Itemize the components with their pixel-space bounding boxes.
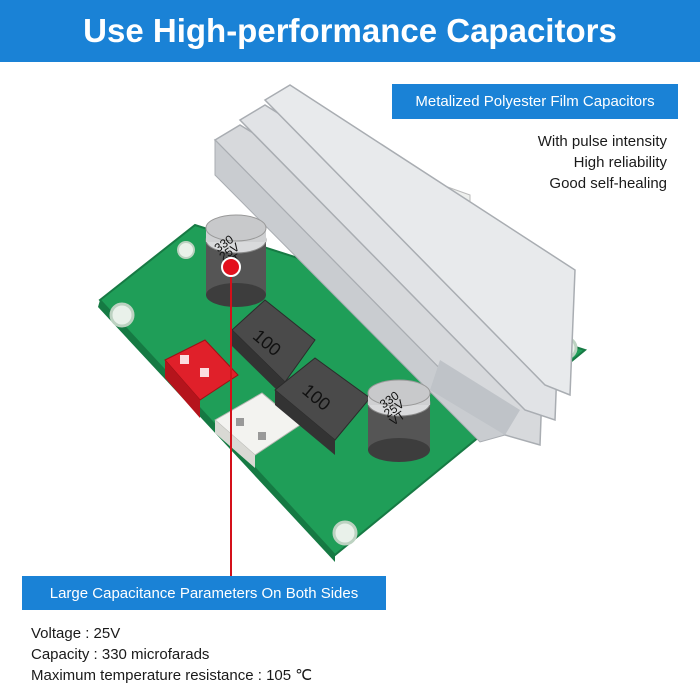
mounting-hole xyxy=(332,520,358,546)
feature-line: High reliability xyxy=(573,154,667,171)
page-title-banner: Use High-performance Capacitors xyxy=(0,0,700,62)
inductor-2: 100 xyxy=(274,357,371,455)
film-capacitor-features: With pulse intensity High reliability Go… xyxy=(538,131,667,194)
red-connector xyxy=(164,339,239,418)
film-capacitor-label-text: Metalized Polyester Film Capacitors xyxy=(415,93,655,110)
capacitor-right: 330 25V VT xyxy=(367,379,431,462)
mounting-hole xyxy=(109,302,135,328)
feature-line: With pulse intensity xyxy=(537,133,667,150)
parameter-capacity: Capacity : 330 microfarads xyxy=(31,646,210,663)
feature-line: Good self-healing xyxy=(549,175,667,192)
inductor-1: 100 xyxy=(231,299,316,398)
parameters-label: Large Capacitance Parameters On Both Sid… xyxy=(22,576,386,610)
heatsink xyxy=(213,84,576,446)
parameter-list: Voltage : 25V Capacity : 330 microfarads… xyxy=(31,623,312,686)
parameter-voltage: Voltage : 25V xyxy=(31,625,121,642)
page-title: Use High-performance Capacitors xyxy=(83,12,617,49)
mounting-hole xyxy=(177,241,195,259)
pointer-dot xyxy=(221,257,241,277)
parameters-label-text: Large Capacitance Parameters On Both Sid… xyxy=(49,584,359,602)
film-capacitor-label: Metalized Polyester Film Capacitors xyxy=(392,84,678,119)
parameter-temperature: Maximum temperature resistance : 105 ℃ xyxy=(31,667,313,684)
